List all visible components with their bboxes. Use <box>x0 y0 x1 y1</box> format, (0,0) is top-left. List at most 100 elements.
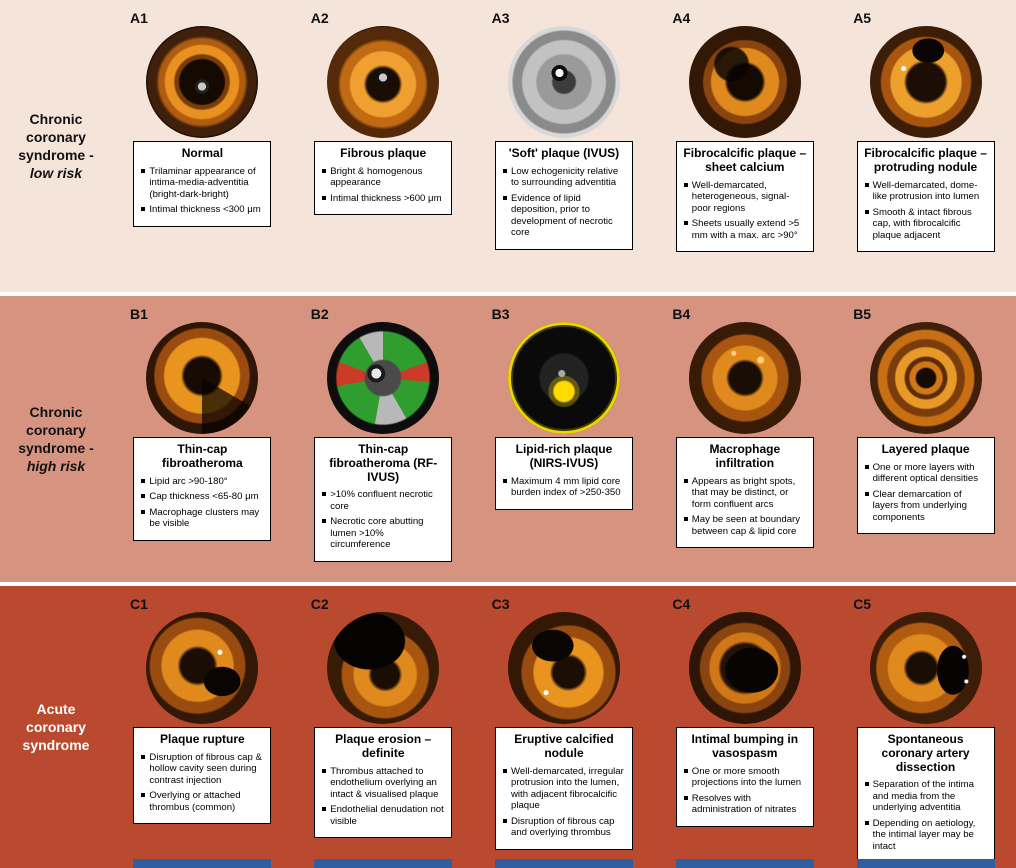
panel-code-label: A4 <box>672 10 691 26</box>
row-label-text: Chronic coronary syndrome - <box>18 403 94 456</box>
panel-code-label: C2 <box>310 596 329 612</box>
plaque-title: Fibrocalcific plaque – sheet calcium <box>683 146 807 174</box>
oct-scan-image <box>507 612 620 724</box>
row-label-a: Chronic coronary syndrome - low risk <box>0 0 112 292</box>
feature-item: Smooth & intact fibrous cap, with fibroc… <box>864 207 989 242</box>
plaque-title: Eruptive calcified nodule <box>514 732 614 760</box>
feature-item: >10% confluent necrotic core <box>322 489 446 512</box>
plaque-title: Plaque rupture <box>160 732 245 746</box>
oct-scan-image <box>688 322 801 434</box>
row-label-b: Chronic coronary syndrome -high risk <box>0 296 112 582</box>
plaque-title: Thin-cap fibroatheroma (RF-IVUS) <box>329 442 438 484</box>
cropped-footer-bar <box>675 859 814 868</box>
plaque-title: Spontaneous coronary artery dissection <box>881 732 970 774</box>
oct-scan-image <box>146 612 259 724</box>
feature-item: Intimal thickness <300 μm <box>141 204 265 216</box>
oct-scan-image <box>688 26 801 138</box>
feature-item: Overlying or attached thrombus (common) <box>141 790 265 813</box>
cropped-footer-bar <box>494 859 633 868</box>
feature-item: Endothelial denudation not visible <box>322 804 446 827</box>
panel-code-label: B2 <box>310 306 329 322</box>
plaque-title: Macrophage infiltration <box>709 442 781 470</box>
rf-ivus-scan-image <box>327 322 440 434</box>
feature-list: Lipid arc >90-180° Cap thickness <65-80 μ… <box>139 476 265 530</box>
oct-scan-image <box>869 322 982 434</box>
feature-list: Maximum 4 mm lipid core burden index of … <box>501 476 627 499</box>
panel-code-label: B5 <box>853 306 872 322</box>
info-card: Fibrocalcific plaque – protruding nodule… <box>856 141 995 253</box>
info-card: Thin-cap fibroatheroma (RF-IVUS) >10% con… <box>314 437 453 562</box>
plaque-title: Plaque erosion – definite <box>335 732 432 760</box>
panel-code-label: B3 <box>491 306 510 322</box>
feature-item: Bright & homogenous appearance <box>322 166 446 189</box>
cropped-footer-bar <box>856 859 995 868</box>
panel-code-label: A1 <box>130 10 148 26</box>
row-label-emphasis: low risk <box>29 165 83 182</box>
feature-item: Well-demarcated, dome-like protrusion in… <box>864 180 989 203</box>
feature-item: Necrotic core abutting lumen >10% circum… <box>322 516 446 551</box>
plaque-title: 'Soft' plaque (IVUS) <box>508 146 620 160</box>
oct-scan-image <box>327 612 440 724</box>
oct-scan-image <box>146 322 259 434</box>
feature-item: Macrophage clusters may be visible <box>141 507 265 530</box>
feature-list: Appears as bright spots, that may be dis… <box>682 476 808 538</box>
feature-list: Well-demarcated, dome-like protrusion in… <box>863 180 989 242</box>
plaque-title: Fibrous plaque <box>340 146 427 160</box>
nirs-ivus-scan-image <box>507 322 620 434</box>
feature-list: One or more smooth projections into the … <box>682 766 808 816</box>
feature-item: Maximum 4 mm lipid core burden index of … <box>502 476 627 499</box>
panel-code-label: C5 <box>853 596 872 612</box>
feature-item: Sheets usually extend >5 mm with a max. … <box>683 218 808 241</box>
cropped-footer-bar <box>133 859 272 868</box>
panel-code-label: C4 <box>672 596 691 612</box>
feature-list: Thrombus attached to endothelium overlyi… <box>320 766 446 828</box>
feature-item: Well-demarcated, irregular protrusion in… <box>502 766 627 812</box>
oct-scan-image <box>146 26 259 138</box>
row-label-c: Acute coronary syndrome <box>0 586 112 868</box>
row-label-text: Chronic coronary syndrome - <box>18 110 94 163</box>
feature-item: Cap thickness <65-80 μm <box>141 491 265 503</box>
oct-scan-image <box>869 26 982 138</box>
feature-item: Well-demarcated, heterogeneous, signal-p… <box>683 180 808 215</box>
feature-item: Low echogenicity relative to surrounding… <box>502 166 627 189</box>
feature-list: Well-demarcated, irregular protrusion in… <box>501 766 627 839</box>
oct-scan-image <box>688 612 801 724</box>
feature-item: Intimal thickness >600 μm <box>322 193 446 205</box>
feature-item: Clear demarcation of layers from underly… <box>864 489 989 524</box>
feature-item: Lipid arc >90-180° <box>141 476 265 488</box>
ivus-scan-image <box>507 26 620 138</box>
feature-item: Resolves with administration of nitrates <box>683 793 808 816</box>
feature-item: Separation of the intima and media from … <box>864 779 989 814</box>
feature-item: Appears as bright spots, that may be dis… <box>683 476 808 511</box>
plaque-title: Normal <box>181 146 224 160</box>
info-card: 'Soft' plaque (IVUS) Low echogenicity rel… <box>494 141 633 250</box>
panel-code-label: A3 <box>491 10 510 26</box>
